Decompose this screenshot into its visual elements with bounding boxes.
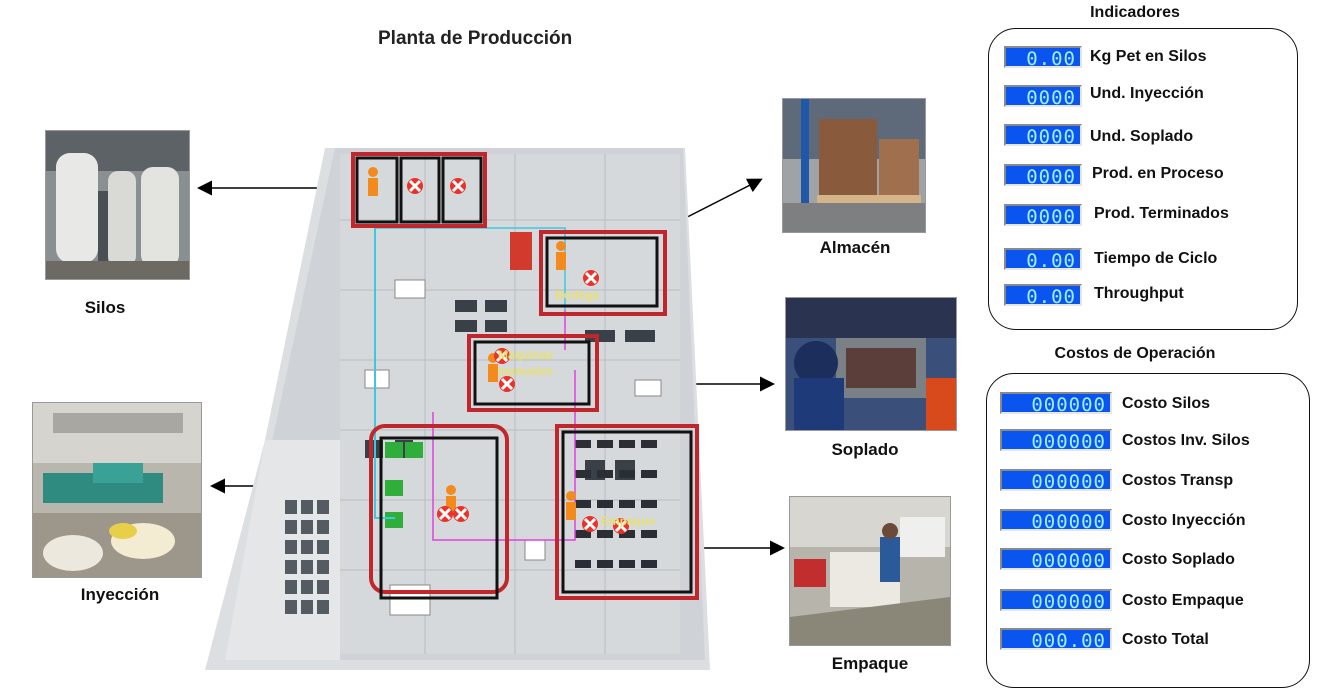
cost-value: 000000: [1000, 589, 1112, 613]
indicator-value: 0.00: [1004, 248, 1082, 272]
indicator-label: Tiempo de Ciclo: [1094, 250, 1218, 267]
cost-value: 000000: [1000, 469, 1112, 493]
indicadores-title: Indicadores: [1090, 4, 1180, 21]
cost-value: 000000: [1000, 509, 1112, 533]
indicator-value: 0000: [1004, 124, 1082, 148]
empaque-photo: [789, 496, 951, 646]
cost-label: Costo Soplado: [1122, 551, 1235, 568]
indicator-value: 0.00: [1004, 284, 1082, 308]
cost-label: Costo Total: [1122, 631, 1209, 648]
zone-label-maquinas: Máquinas: [498, 348, 554, 362]
indicator-label: Prod. en Proceso: [1092, 165, 1224, 182]
inyeccion-caption: Inyección: [80, 585, 160, 604]
indicator-label: Prod. Terminados: [1094, 205, 1229, 222]
indicator-value: 0.00: [1004, 46, 1082, 70]
empaque-caption: Empaque: [831, 654, 909, 673]
indicator-value: 0000: [1004, 164, 1082, 188]
indicator-label: Und. Soplado: [1090, 128, 1194, 145]
silos-caption: Silos: [84, 298, 126, 317]
indicator-value: 0000: [1004, 204, 1082, 228]
cost-label: Costo Empaque: [1122, 592, 1244, 609]
inyeccion-photo: [32, 402, 202, 578]
almacen-photo: [782, 98, 926, 233]
plant-layout: Bodega Máquinas manuales Empaque: [205, 140, 710, 670]
cost-label: Costos Inv. Silos: [1122, 432, 1250, 449]
cost-value: 000000: [1000, 429, 1112, 453]
page-title: Planta de Producción: [378, 28, 573, 49]
zone-label-bodega: Bodega: [555, 288, 600, 302]
indicator-label: Und. Inyección: [1090, 85, 1204, 102]
cost-label: Costo Inyección: [1122, 512, 1246, 529]
cost-label: Costos Transp: [1122, 472, 1234, 489]
cost-value: 000.00: [1000, 628, 1112, 652]
zone-label-maquinas-sub: manuales: [498, 364, 554, 378]
silos-photo: [45, 130, 190, 280]
zone-label-empaque: Empaque: [601, 514, 656, 528]
soplado-caption: Soplado: [831, 440, 899, 459]
cost-value: 000000: [1000, 548, 1112, 572]
indicator-label: Kg Pet en Silos: [1090, 48, 1207, 65]
cost-value: 000000: [1000, 392, 1112, 416]
almacen-caption: Almacén: [819, 238, 891, 257]
costos-title: Costos de Operación: [1054, 345, 1216, 362]
soplado-photo: [785, 297, 957, 431]
cost-label: Costo Silos: [1122, 395, 1211, 412]
indicator-label: Throughput: [1094, 285, 1184, 302]
indicator-value: 0000: [1004, 85, 1082, 109]
